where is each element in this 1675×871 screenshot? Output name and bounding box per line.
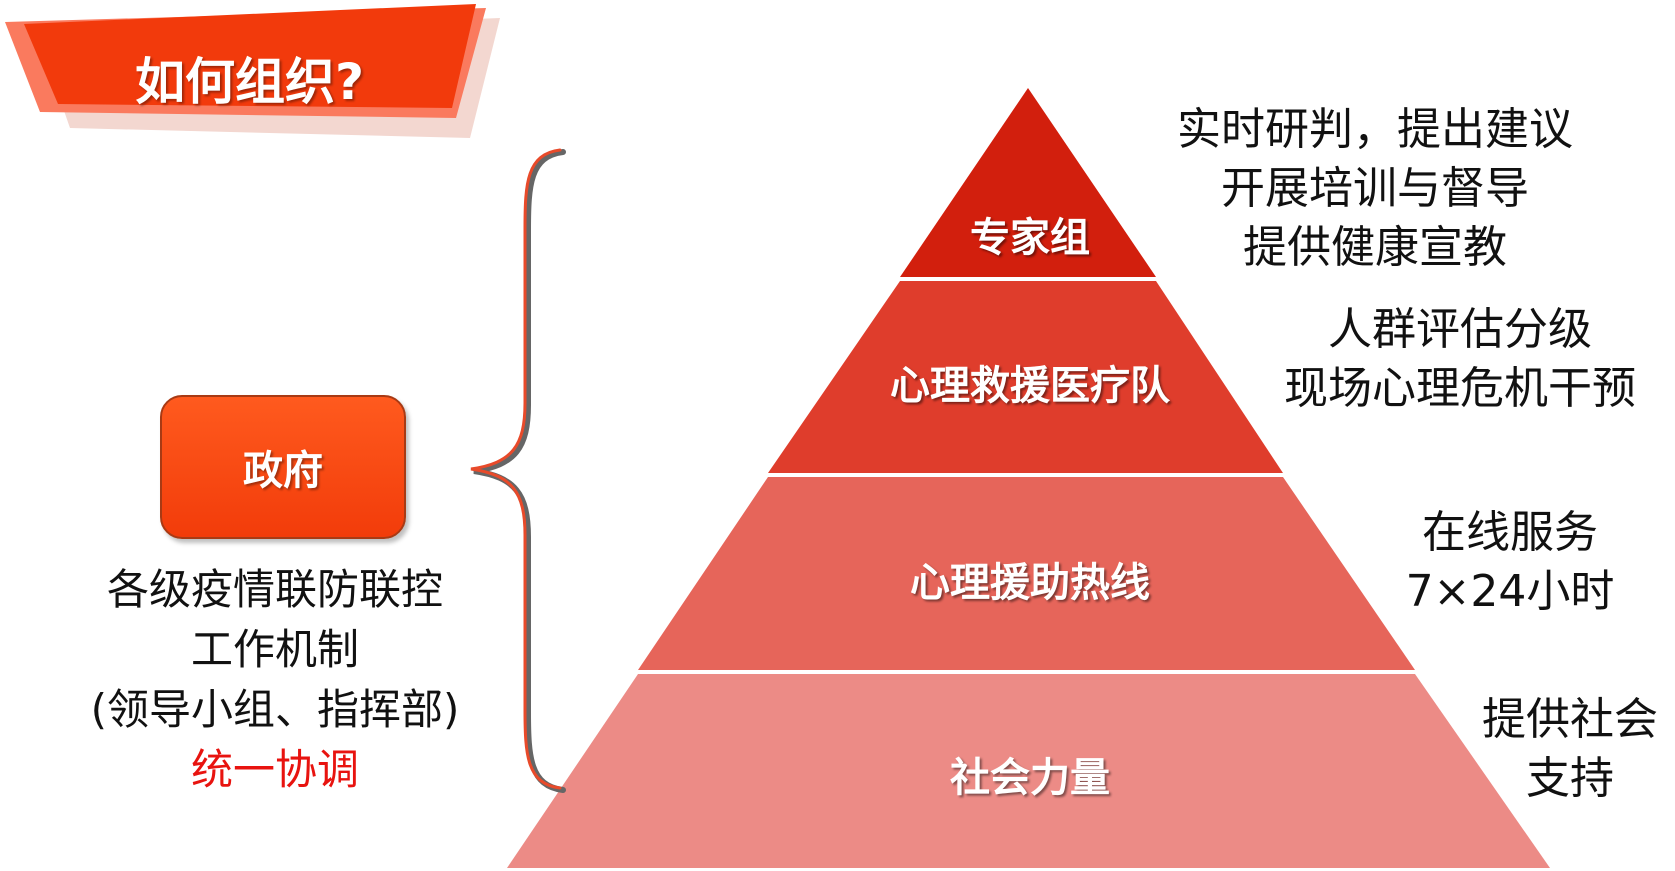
government-line-3: (领导小组、指挥部) bbox=[90, 685, 460, 734]
pyramid-tier-1 bbox=[900, 88, 1156, 277]
tier-3-desc-line-2: 7×24小时 bbox=[1405, 566, 1615, 617]
tier-4-description: 提供社会 支持 bbox=[1470, 690, 1670, 808]
tier-1-desc-line-2: 开展培训与督导 bbox=[1221, 163, 1529, 214]
pyramid-tier-3 bbox=[638, 477, 1415, 670]
tier-4-desc-line-2: 支持 bbox=[1526, 753, 1614, 804]
tier-2-description: 人群评估分级 现场心理危机干预 bbox=[1255, 300, 1665, 418]
government-line-1: 各级疫情联防联控 bbox=[106, 565, 443, 614]
tier-4-desc-line-1: 提供社会 bbox=[1482, 694, 1658, 745]
tier-2-desc-line-2: 现场心理危机干预 bbox=[1284, 363, 1636, 414]
tier-label-social-forces: 社会力量 bbox=[950, 755, 1110, 801]
tier-2-desc-line-1: 人群评估分级 bbox=[1328, 304, 1592, 355]
tier-label-hotline: 心理援助热线 bbox=[910, 560, 1150, 606]
tier-3-description: 在线服务 7×24小时 bbox=[1385, 503, 1635, 621]
pyramid-tier-4 bbox=[507, 674, 1550, 868]
government-box: 政府 bbox=[160, 395, 406, 539]
government-line-2: 工作机制 bbox=[190, 625, 359, 674]
curly-brace bbox=[470, 148, 562, 790]
tier-3-desc-line-1: 在线服务 bbox=[1422, 507, 1598, 558]
curly-brace-shadow bbox=[473, 149, 566, 793]
pyramid-tier-2 bbox=[768, 281, 1283, 473]
tier-1-desc-line-3: 提供健康宣教 bbox=[1243, 222, 1507, 273]
government-highlight: 统一协调 bbox=[190, 745, 359, 794]
government-description: 各级疫情联防联控 工作机制 (领导小组、指挥部) 统一协调 bbox=[40, 560, 510, 800]
tier-label-expert-group: 专家组 bbox=[970, 215, 1090, 261]
tier-1-description: 实时研判，提出建议 开展培训与督导 提供健康宣教 bbox=[1165, 100, 1585, 277]
tier-label-rescue-team: 心理救援医疗队 bbox=[890, 363, 1170, 409]
banner-shape bbox=[24, 4, 476, 108]
tier-1-desc-line-1: 实时研判，提出建议 bbox=[1177, 104, 1573, 155]
banner-title: 如何组织? bbox=[135, 53, 365, 111]
